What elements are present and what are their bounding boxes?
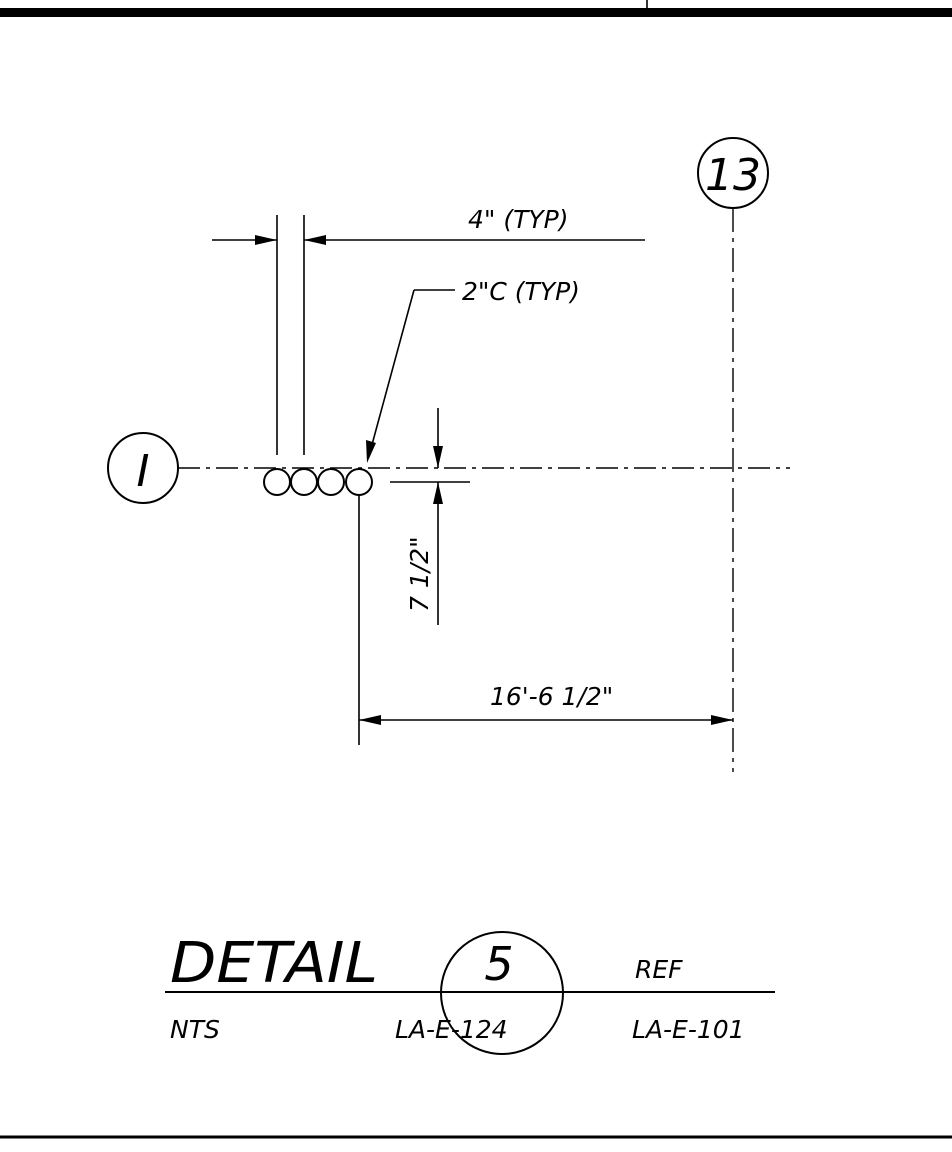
conduit	[263, 468, 291, 496]
detail-title-block: DETAIL 5 NTS LA-E-124 REF LA-E-101	[165, 931, 775, 1055]
arrowhead	[433, 446, 443, 468]
conduit-group	[263, 468, 373, 496]
arrowhead	[433, 482, 443, 504]
distance-dimension: 16'-6 1/2"	[358, 495, 733, 745]
arrowhead	[359, 715, 381, 725]
arrowhead	[255, 235, 277, 245]
arrowhead	[304, 235, 326, 245]
detail-sheet: LA-E-124	[395, 1015, 508, 1044]
spacing-label: 4" (TYP)	[468, 205, 568, 234]
offset-dimension: 7 1/2"	[390, 408, 470, 625]
leader-line	[369, 289, 415, 453]
offset-label: 7 1/2"	[405, 536, 434, 612]
spacing-dimension: 4" (TYP)	[212, 205, 645, 455]
conduit	[317, 468, 345, 496]
conduit-label: 2"C (TYP)	[462, 277, 580, 306]
distance-label: 16'-6 1/2"	[490, 682, 613, 711]
detail-number: 5	[484, 937, 513, 991]
grid-label-13: 13	[705, 150, 761, 201]
conduit	[290, 468, 318, 496]
ref-sheet: LA-E-101	[632, 1015, 745, 1044]
conduit	[345, 468, 373, 496]
top-border	[0, 8, 952, 17]
arrowhead	[366, 440, 376, 463]
scale-label: NTS	[170, 1015, 220, 1044]
ref-label: REF	[635, 955, 683, 984]
detail-title: DETAIL	[170, 931, 378, 996]
arrowhead	[711, 715, 733, 725]
grid-label-I: I	[137, 446, 150, 497]
conduit-leader: 2"C (TYP)	[366, 277, 580, 463]
detail-bubble	[440, 931, 564, 1055]
